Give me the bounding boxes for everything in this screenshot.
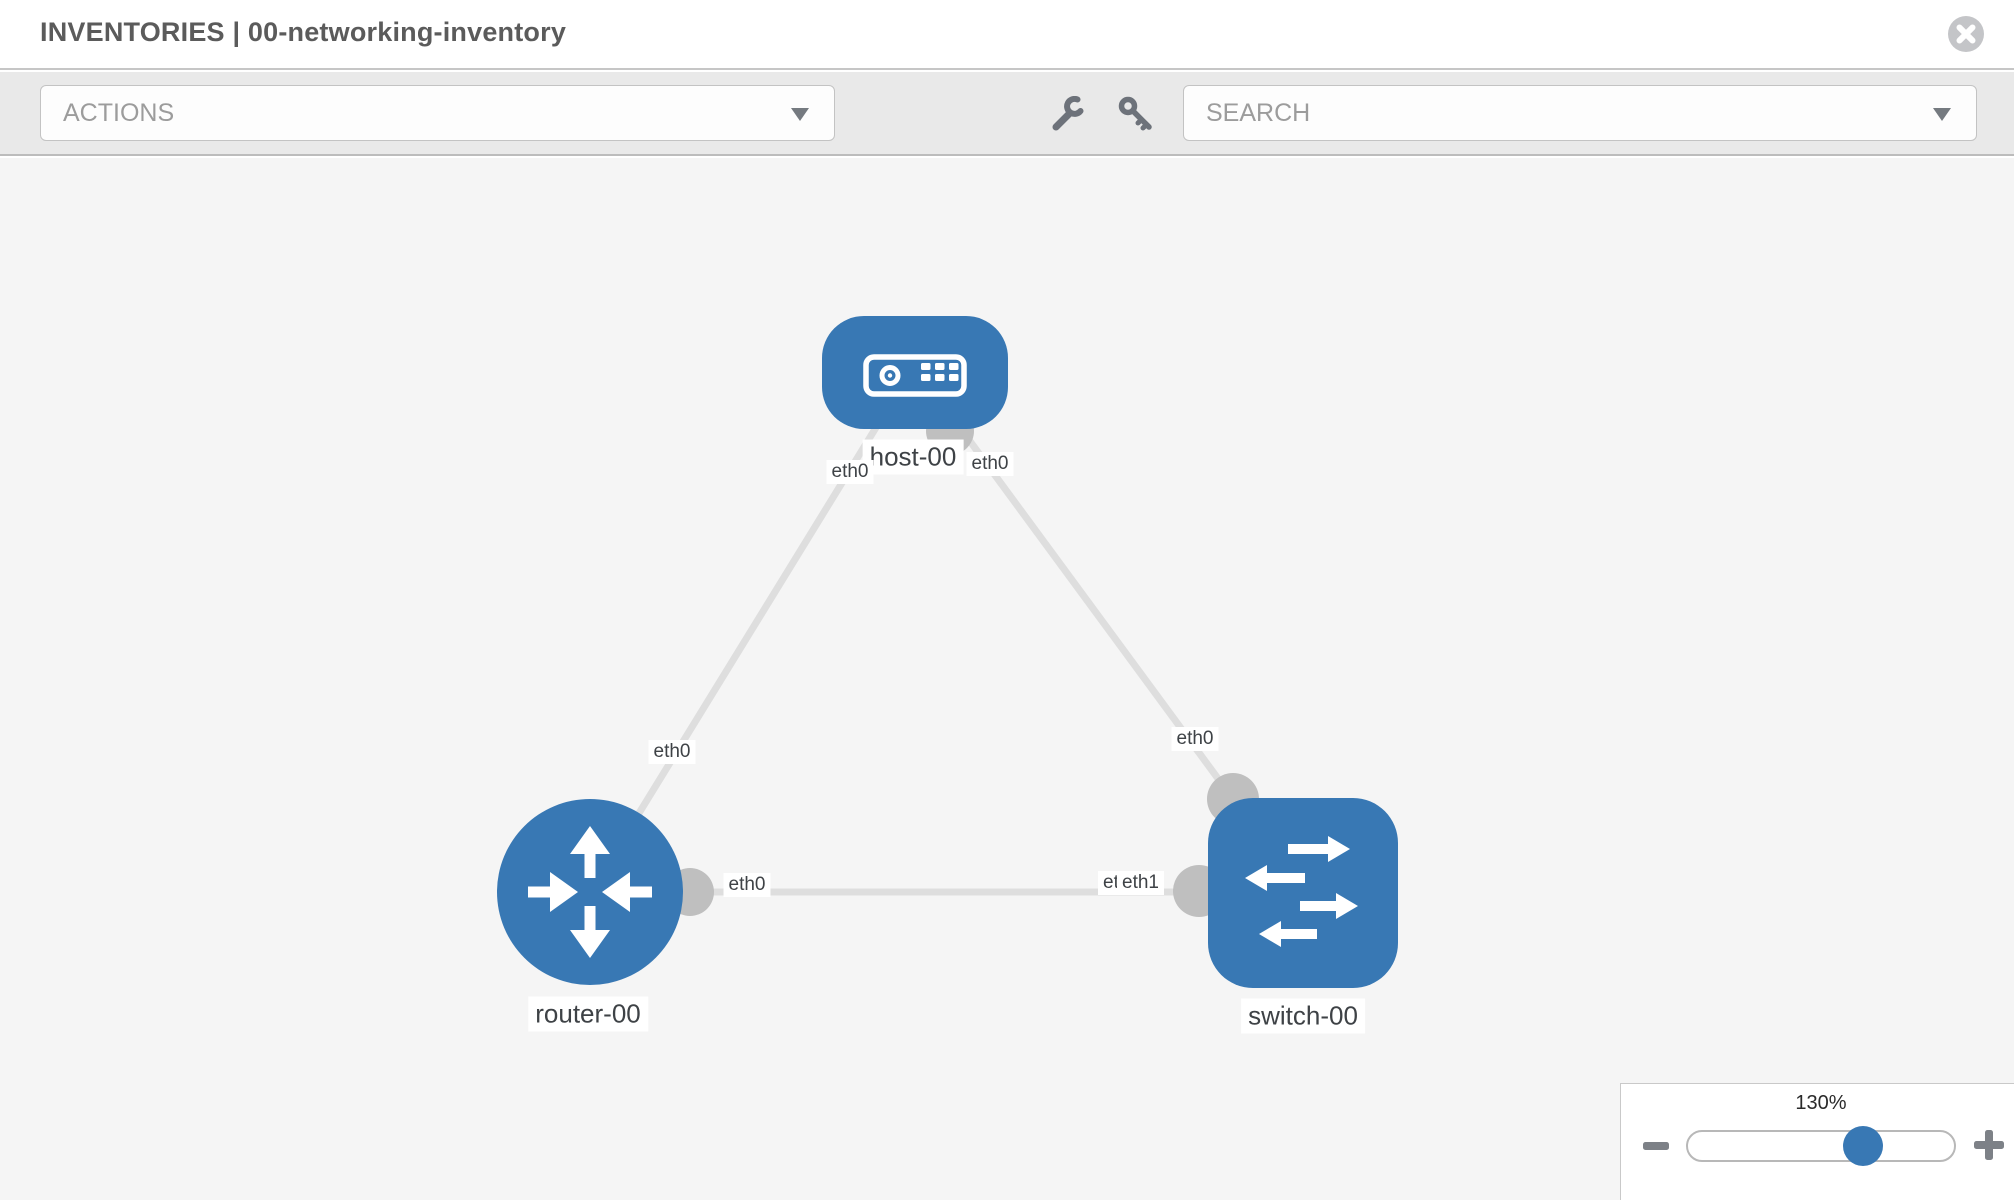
interface-label-router-to-host: eth0 [648,740,696,764]
node-router-00[interactable] [497,799,683,985]
interface-label-host-to-router: eth0 [826,460,874,484]
header-bar: INVENTORIES | 00-networking-inventory [0,0,2014,70]
key-icon[interactable] [1118,96,1154,132]
zoom-slider-handle[interactable] [1843,1126,1883,1166]
router-arrows-icon [528,826,652,958]
topology-graph [497,316,1398,988]
plus-icon[interactable] [1974,1130,2004,1160]
zoom-control-panel: 130% [1620,1083,2014,1200]
chevron-down-icon [1933,108,1951,121]
zoom-slider-track[interactable] [1686,1130,1956,1162]
interface-label-switch-to-host: eth0 [1171,727,1219,751]
chevron-down-icon [791,108,809,121]
toolbar: ACTIONS SEARCH [0,72,2014,156]
node-label-router: router-00 [528,996,648,1032]
node-label-host: host-00 [862,439,964,475]
close-icon[interactable] [1947,15,1985,53]
interface-label-switch-to-router: eth1 [1117,871,1164,895]
node-host-00[interactable] [822,316,1008,429]
link-host-router [622,419,883,838]
zoom-level-value: 130% [1795,1092,1847,1114]
minus-icon[interactable] [1641,1131,1671,1161]
search-dropdown[interactable]: SEARCH [1183,85,1977,141]
interface-label-router-to-switch: eth0 [723,873,771,897]
server-icon [863,354,967,397]
wrench-icon[interactable] [1048,96,1084,132]
node-switch-00[interactable] [1208,798,1398,988]
node-label-switch: switch-00 [1241,998,1365,1034]
search-dropdown-label: SEARCH [1206,99,1311,127]
actions-dropdown-label: ACTIONS [63,99,175,127]
interface-label-host-to-switch: eth0 [966,452,1014,476]
switch-arrows-icon [1245,836,1358,947]
page-title: INVENTORIES | 00-networking-inventory [40,17,567,47]
topology-canvas[interactable]: host-00 router-00 switch-00 eth0 eth0 et… [0,158,2014,1200]
actions-dropdown[interactable]: ACTIONS [40,85,835,141]
